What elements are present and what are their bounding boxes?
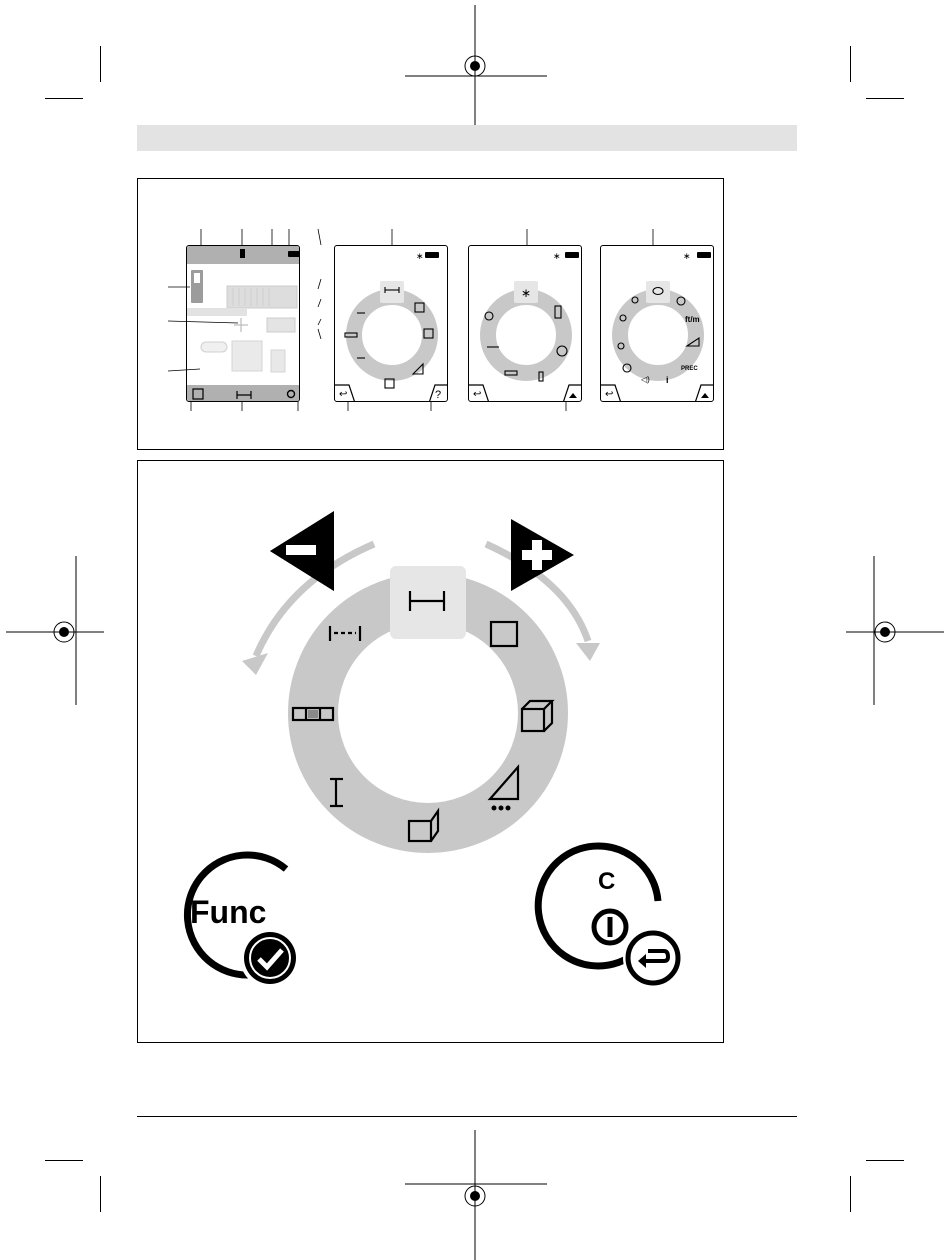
bottom-figure-panel: Func C [137,460,724,1043]
header-bar [137,125,797,151]
func-button-label: Func [190,894,266,930]
svg-text:∗: ∗ [553,251,561,261]
func-button[interactable]: Func [187,855,300,988]
svg-text:i: i [666,375,669,385]
help-icon: ? [435,389,441,401]
clear-button-label: C [598,868,615,895]
svg-text:PREC: PREC [681,366,698,372]
svg-text:◁): ◁) [641,375,650,384]
svg-text:↩: ↩ [605,389,613,400]
selected-function-highlight [390,566,466,639]
functions-screen: ∗ ↩ ? [334,245,448,402]
bluetooth-icon: ∗ [416,251,424,261]
svg-text:↩: ↩ [473,389,481,400]
top-figure-panel: ∗ ↩ ? ∗ ∗ [137,178,724,450]
svg-text:∗: ∗ [683,251,691,261]
tools-screen: ∗ ft/m PREC i ◁) ↩ [600,245,714,402]
function-wheel-diagram: Func C [138,461,725,1044]
svg-text:∗: ∗ [521,286,531,300]
settings-screen: ∗ ∗ ↩ [468,245,582,402]
power-clear-button[interactable]: C [538,846,683,988]
home-icon [569,393,577,398]
footer-rule [137,1116,797,1117]
svg-text:ft/m: ft/m [685,315,700,324]
back-arrow-icon: ↩ [339,389,347,400]
